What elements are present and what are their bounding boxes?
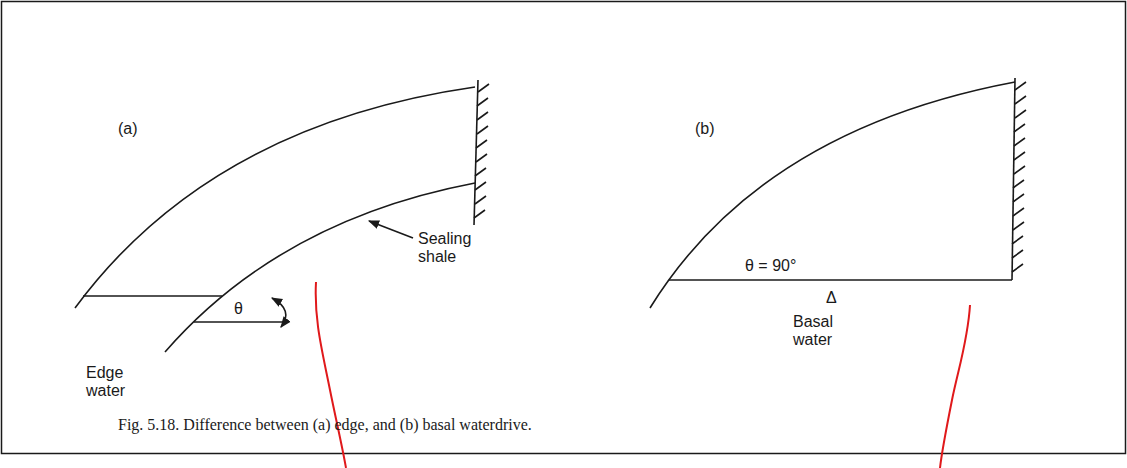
figure-label: (b) (695, 120, 715, 138)
panel-a-drawing (75, 80, 489, 352)
sealing-shale-base (165, 183, 475, 352)
figure-label: Edge water (86, 364, 138, 400)
red-mark (316, 282, 346, 468)
figure-label: θ (234, 300, 243, 318)
fault-hatching (1012, 82, 1026, 272)
angle-reference (194, 321, 285, 323)
figure-label: θ = 90° (745, 257, 796, 275)
figure-label: Basal water (793, 313, 845, 349)
figure-label: Δ (826, 289, 837, 307)
figure-caption: Fig. 5.18. Difference between (a) edge, … (118, 416, 532, 434)
figure-label: Sealing shale (418, 230, 480, 266)
leader-line (369, 221, 413, 238)
figure-frame (2, 2, 1126, 454)
angle-arrow (272, 298, 286, 327)
panel-b-drawing (650, 78, 1026, 308)
figure-label: (a) (118, 120, 138, 138)
red-annotation (316, 282, 970, 468)
fault-hatching (474, 84, 489, 218)
red-mark (940, 305, 970, 468)
reservoir-top (650, 82, 1015, 308)
water-contact (83, 295, 222, 297)
water-contact (669, 279, 1012, 281)
fault-line (1012, 78, 1015, 280)
